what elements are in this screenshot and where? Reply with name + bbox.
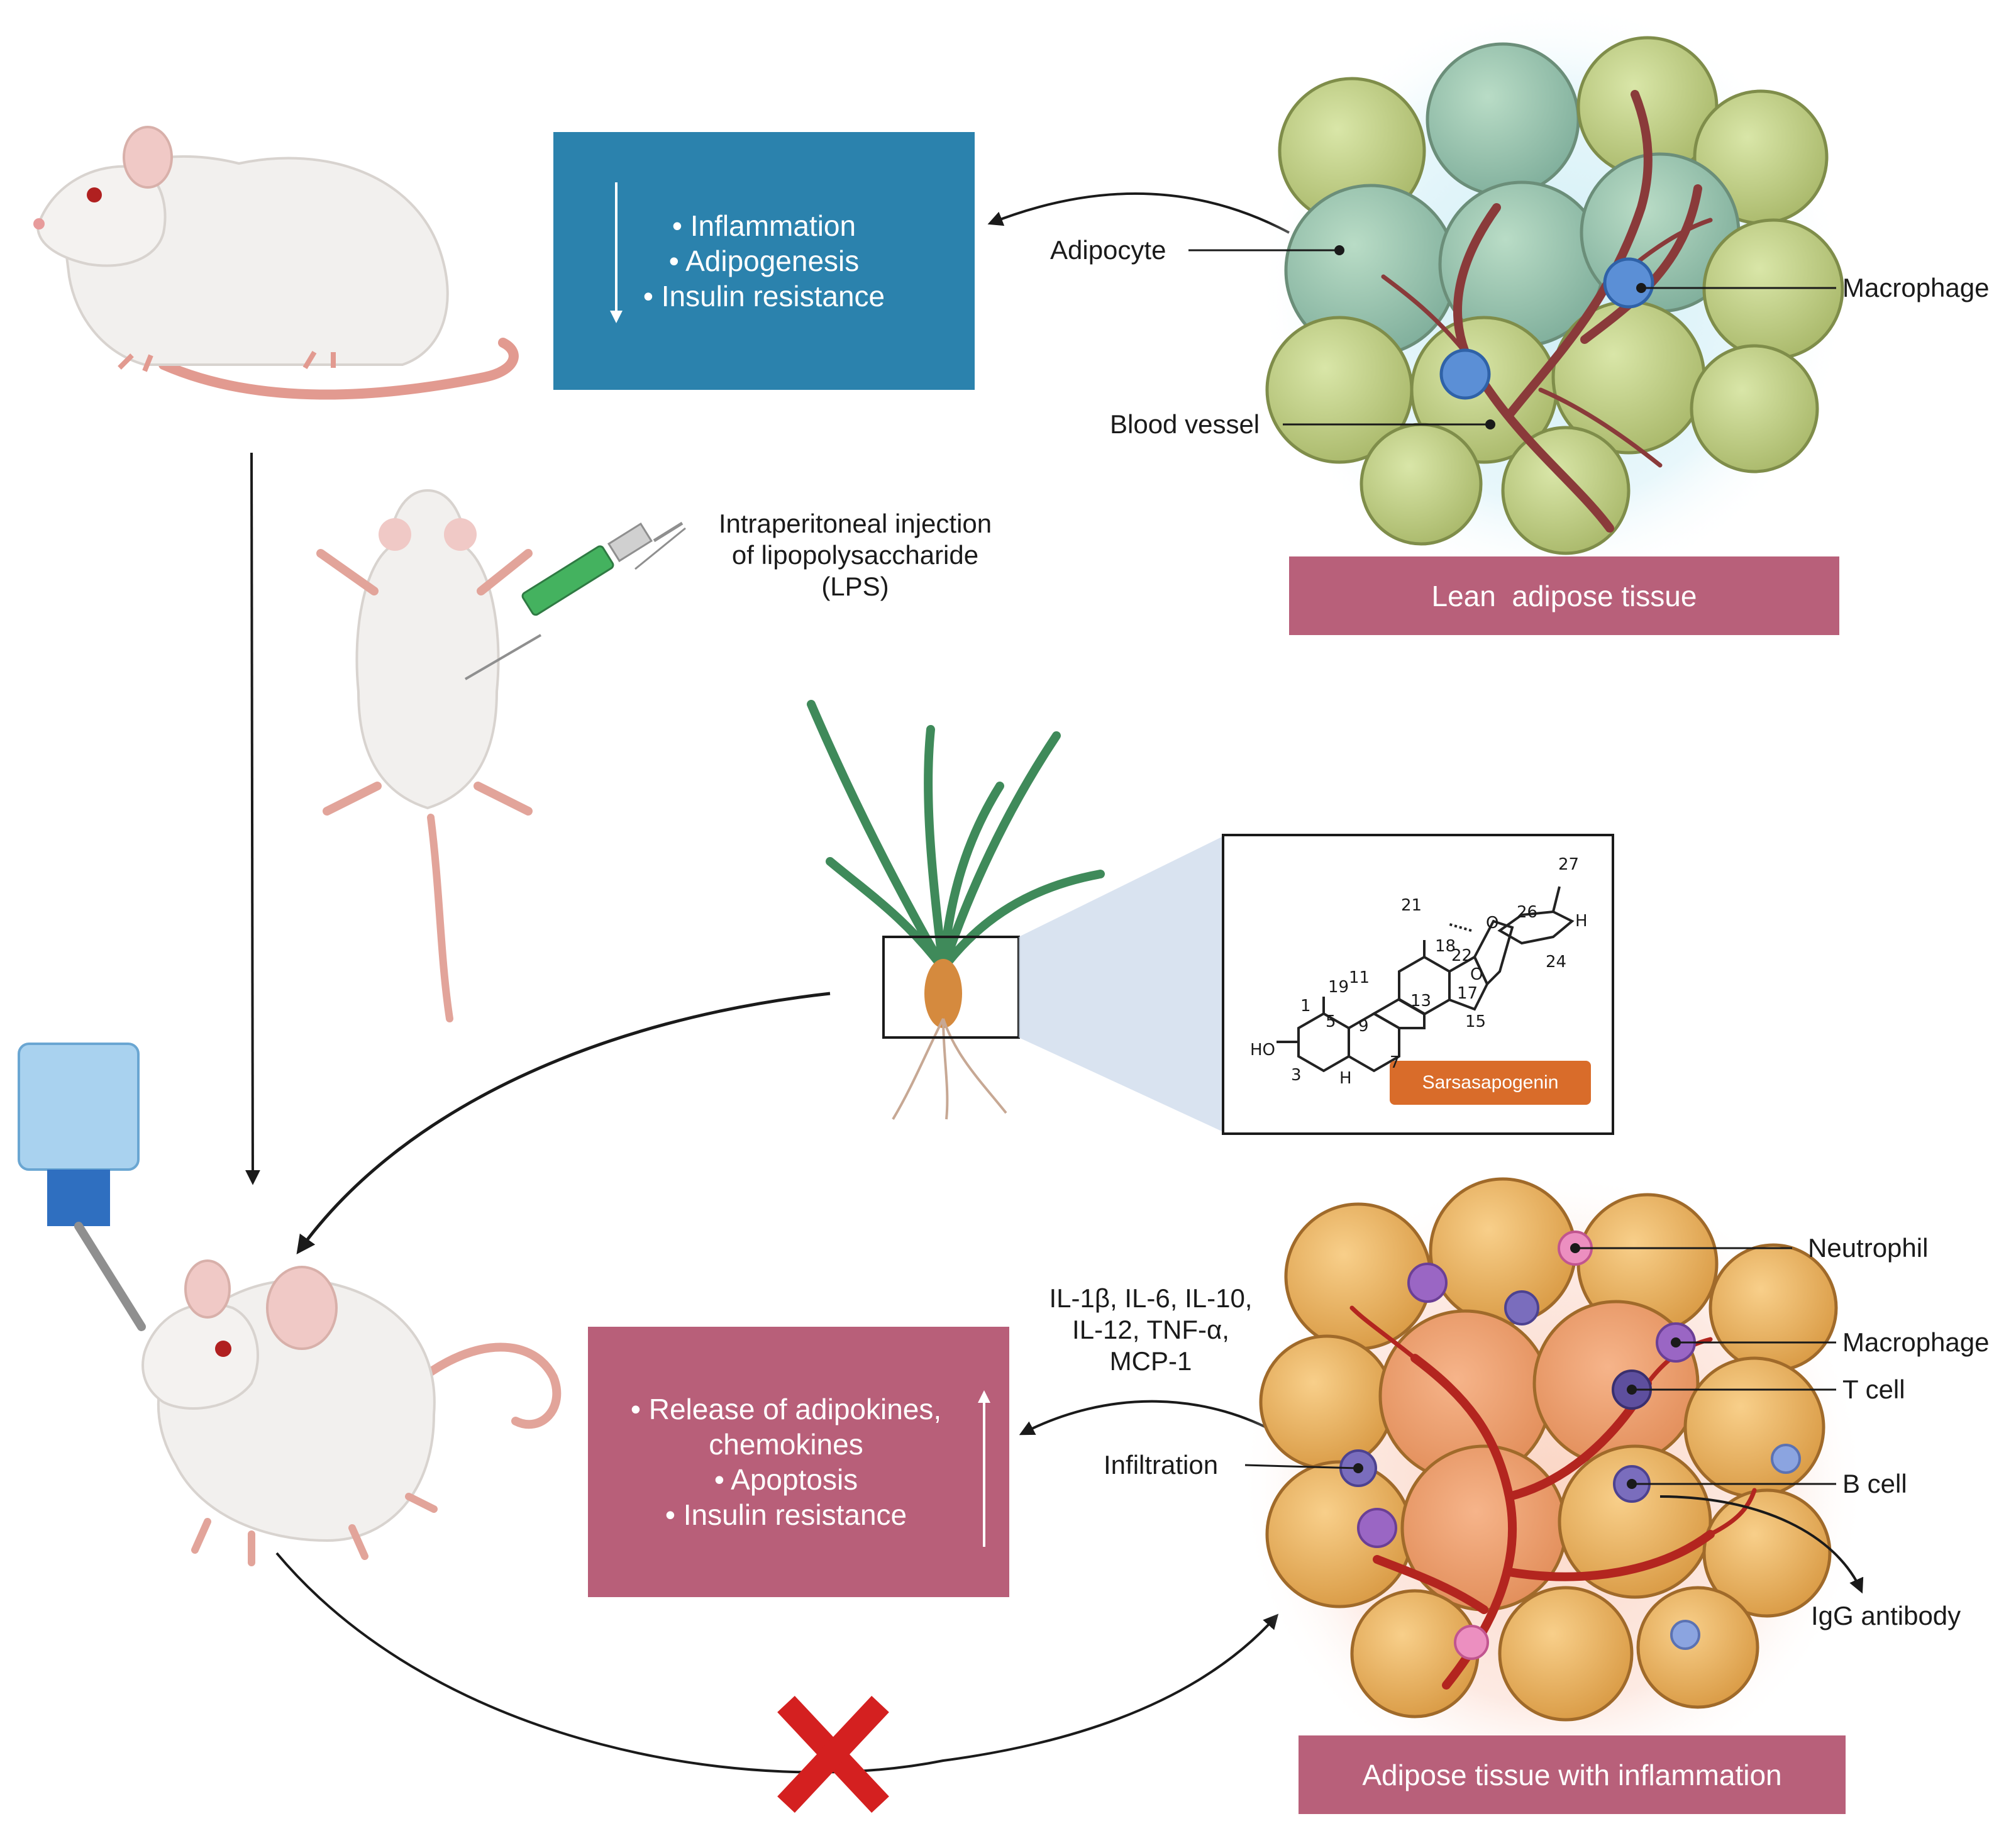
lean-effects-box (553, 132, 975, 390)
compound-name-tag (1390, 1061, 1591, 1105)
atom-label: H (1339, 1069, 1352, 1088)
lean-effect-inflammation: Inflammation (690, 209, 856, 242)
atom-label: 24 (1546, 953, 1567, 971)
treated-mouse-illustration (141, 1259, 562, 1566)
atom-label: H (1575, 912, 1588, 931)
lean-effect-item: • Insulin resistance (643, 280, 885, 313)
atom-label: 21 (1401, 896, 1422, 915)
atom-label: 22 (1451, 946, 1473, 965)
atom-label: 19 (1328, 978, 1349, 997)
neutrophil-label: Neutrophil (1808, 1233, 1929, 1263)
cytokines-label: IL-1β, IL-6, IL-10, IL-12, TNF-α, MCP-1 (1012, 1283, 1289, 1377)
atom-label: HO (1250, 1041, 1276, 1060)
plant-illustration (807, 700, 1105, 1120)
arrow-plant-to-mouse (296, 992, 831, 1254)
compound-name-text: Sarsasapogenin (1422, 1072, 1559, 1093)
inflamed-effects-box (588, 1327, 1009, 1597)
inflamed-effect-chemokines: chemokines (709, 1428, 863, 1461)
inflamed-tissue-title-text: Adipose tissue with inflammation (1362, 1758, 1782, 1791)
syringe-icon (464, 521, 684, 680)
atom-label: 13 (1410, 992, 1432, 1010)
water-bottle-icon (18, 1043, 146, 1331)
atom-label: 7 (1390, 1053, 1400, 1072)
inflamed-tissue-title-box (1299, 1735, 1846, 1814)
lean-tissue-title-box (1289, 556, 1839, 635)
macrophage-label-lean: Macrophage (1842, 273, 1990, 302)
atom-label: 1 (1300, 997, 1311, 1015)
lean-effect-item: • Inflammation (672, 209, 856, 242)
inflamed-effect-item: • Insulin resistance (665, 1498, 907, 1531)
inflamed-effect-item: • Apoptosis (714, 1463, 858, 1496)
inflamed-effect-release: Release of adipokines, (648, 1393, 942, 1425)
atom-label: 11 (1349, 968, 1370, 987)
injected-mouse-illustration (316, 489, 533, 1022)
inflamed-tissue-title: Adipose tissue with inflammation (1299, 1735, 1846, 1814)
arrow-mouse-to-inflamed (275, 1552, 1279, 1774)
inflamed-adipose-tissue-illustration (1239, 1170, 1868, 1798)
blocked-x-icon (777, 1696, 889, 1813)
inflamed-effect-insulin-resistance: Insulin resistance (683, 1498, 907, 1531)
inflamed-effect-apoptosis: Apoptosis (731, 1463, 858, 1496)
lean-tissue-title: Lean adipose tissue (1289, 556, 1839, 635)
t-cell-label: T cell (1842, 1375, 1905, 1404)
infiltration-label: Infiltration (1104, 1450, 1219, 1480)
atom-label: 27 (1558, 855, 1580, 874)
lean-adipose-tissue-illustration (1258, 0, 1849, 591)
cytokines-line-2: IL-12, TNF-α, (1072, 1315, 1229, 1344)
inflamed-effect-item: • Release of adipokines, (630, 1393, 942, 1425)
injection-line-3: (LPS) (821, 572, 889, 601)
flow-arrow-rat-to-mouse (245, 452, 260, 1185)
injection-line-1: Intraperitoneal injection (718, 509, 992, 538)
atom-label: O (1470, 965, 1483, 984)
leader-infiltration (1244, 1464, 1359, 1469)
igg-antibody-label: IgG antibody (1811, 1601, 1961, 1630)
arrow-lean-to-box (987, 192, 1290, 234)
lean-effects-text: • Inflammation • Adipogenesis • Insulin … (553, 132, 975, 390)
lean-effect-adipogenesis: Adipogenesis (685, 245, 860, 277)
atom-label: 15 (1465, 1012, 1487, 1031)
cytokines-line-3: MCP-1 (1109, 1346, 1192, 1376)
atom-label: 9 (1358, 1017, 1369, 1036)
injection-line-2: of lipopolysaccharide (731, 540, 979, 570)
zoom-cone (1019, 836, 1223, 1132)
atom-label: O (1486, 914, 1499, 932)
atom-label: 5 (1326, 1012, 1336, 1031)
atom-label: 26 (1517, 903, 1538, 922)
arrow-igg (1659, 1495, 1864, 1594)
rat-top-illustration (33, 126, 519, 400)
sarsasapogenin-structure (1277, 886, 1575, 1073)
blood-vessel-label: Blood vessel (1110, 409, 1260, 439)
atom-label: 18 (1435, 937, 1456, 956)
lean-effect-insulin-resistance: Insulin resistance (661, 280, 885, 313)
lean-tissue-title-text: Lean adipose tissue (1431, 579, 1697, 612)
inflamed-effects-text: • Release of adipokines, chemokines • Ap… (588, 1327, 984, 1597)
b-cell-label: B cell (1842, 1469, 1907, 1498)
atom-label: 17 (1457, 984, 1478, 1003)
lean-effect-item: • Adipogenesis (668, 245, 860, 277)
atom-label: 3 (1291, 1066, 1302, 1085)
macrophage-label-inflamed: Macrophage (1842, 1327, 1990, 1357)
compound-name: Sarsasapogenin (1390, 1061, 1591, 1105)
cytokines-line-1: IL-1β, IL-6, IL-10, (1049, 1283, 1253, 1313)
leader-injection (634, 527, 686, 570)
injection-label: Intraperitoneal injection of lipopolysac… (692, 508, 1019, 602)
adipocyte-label: Adipocyte (1050, 235, 1166, 265)
